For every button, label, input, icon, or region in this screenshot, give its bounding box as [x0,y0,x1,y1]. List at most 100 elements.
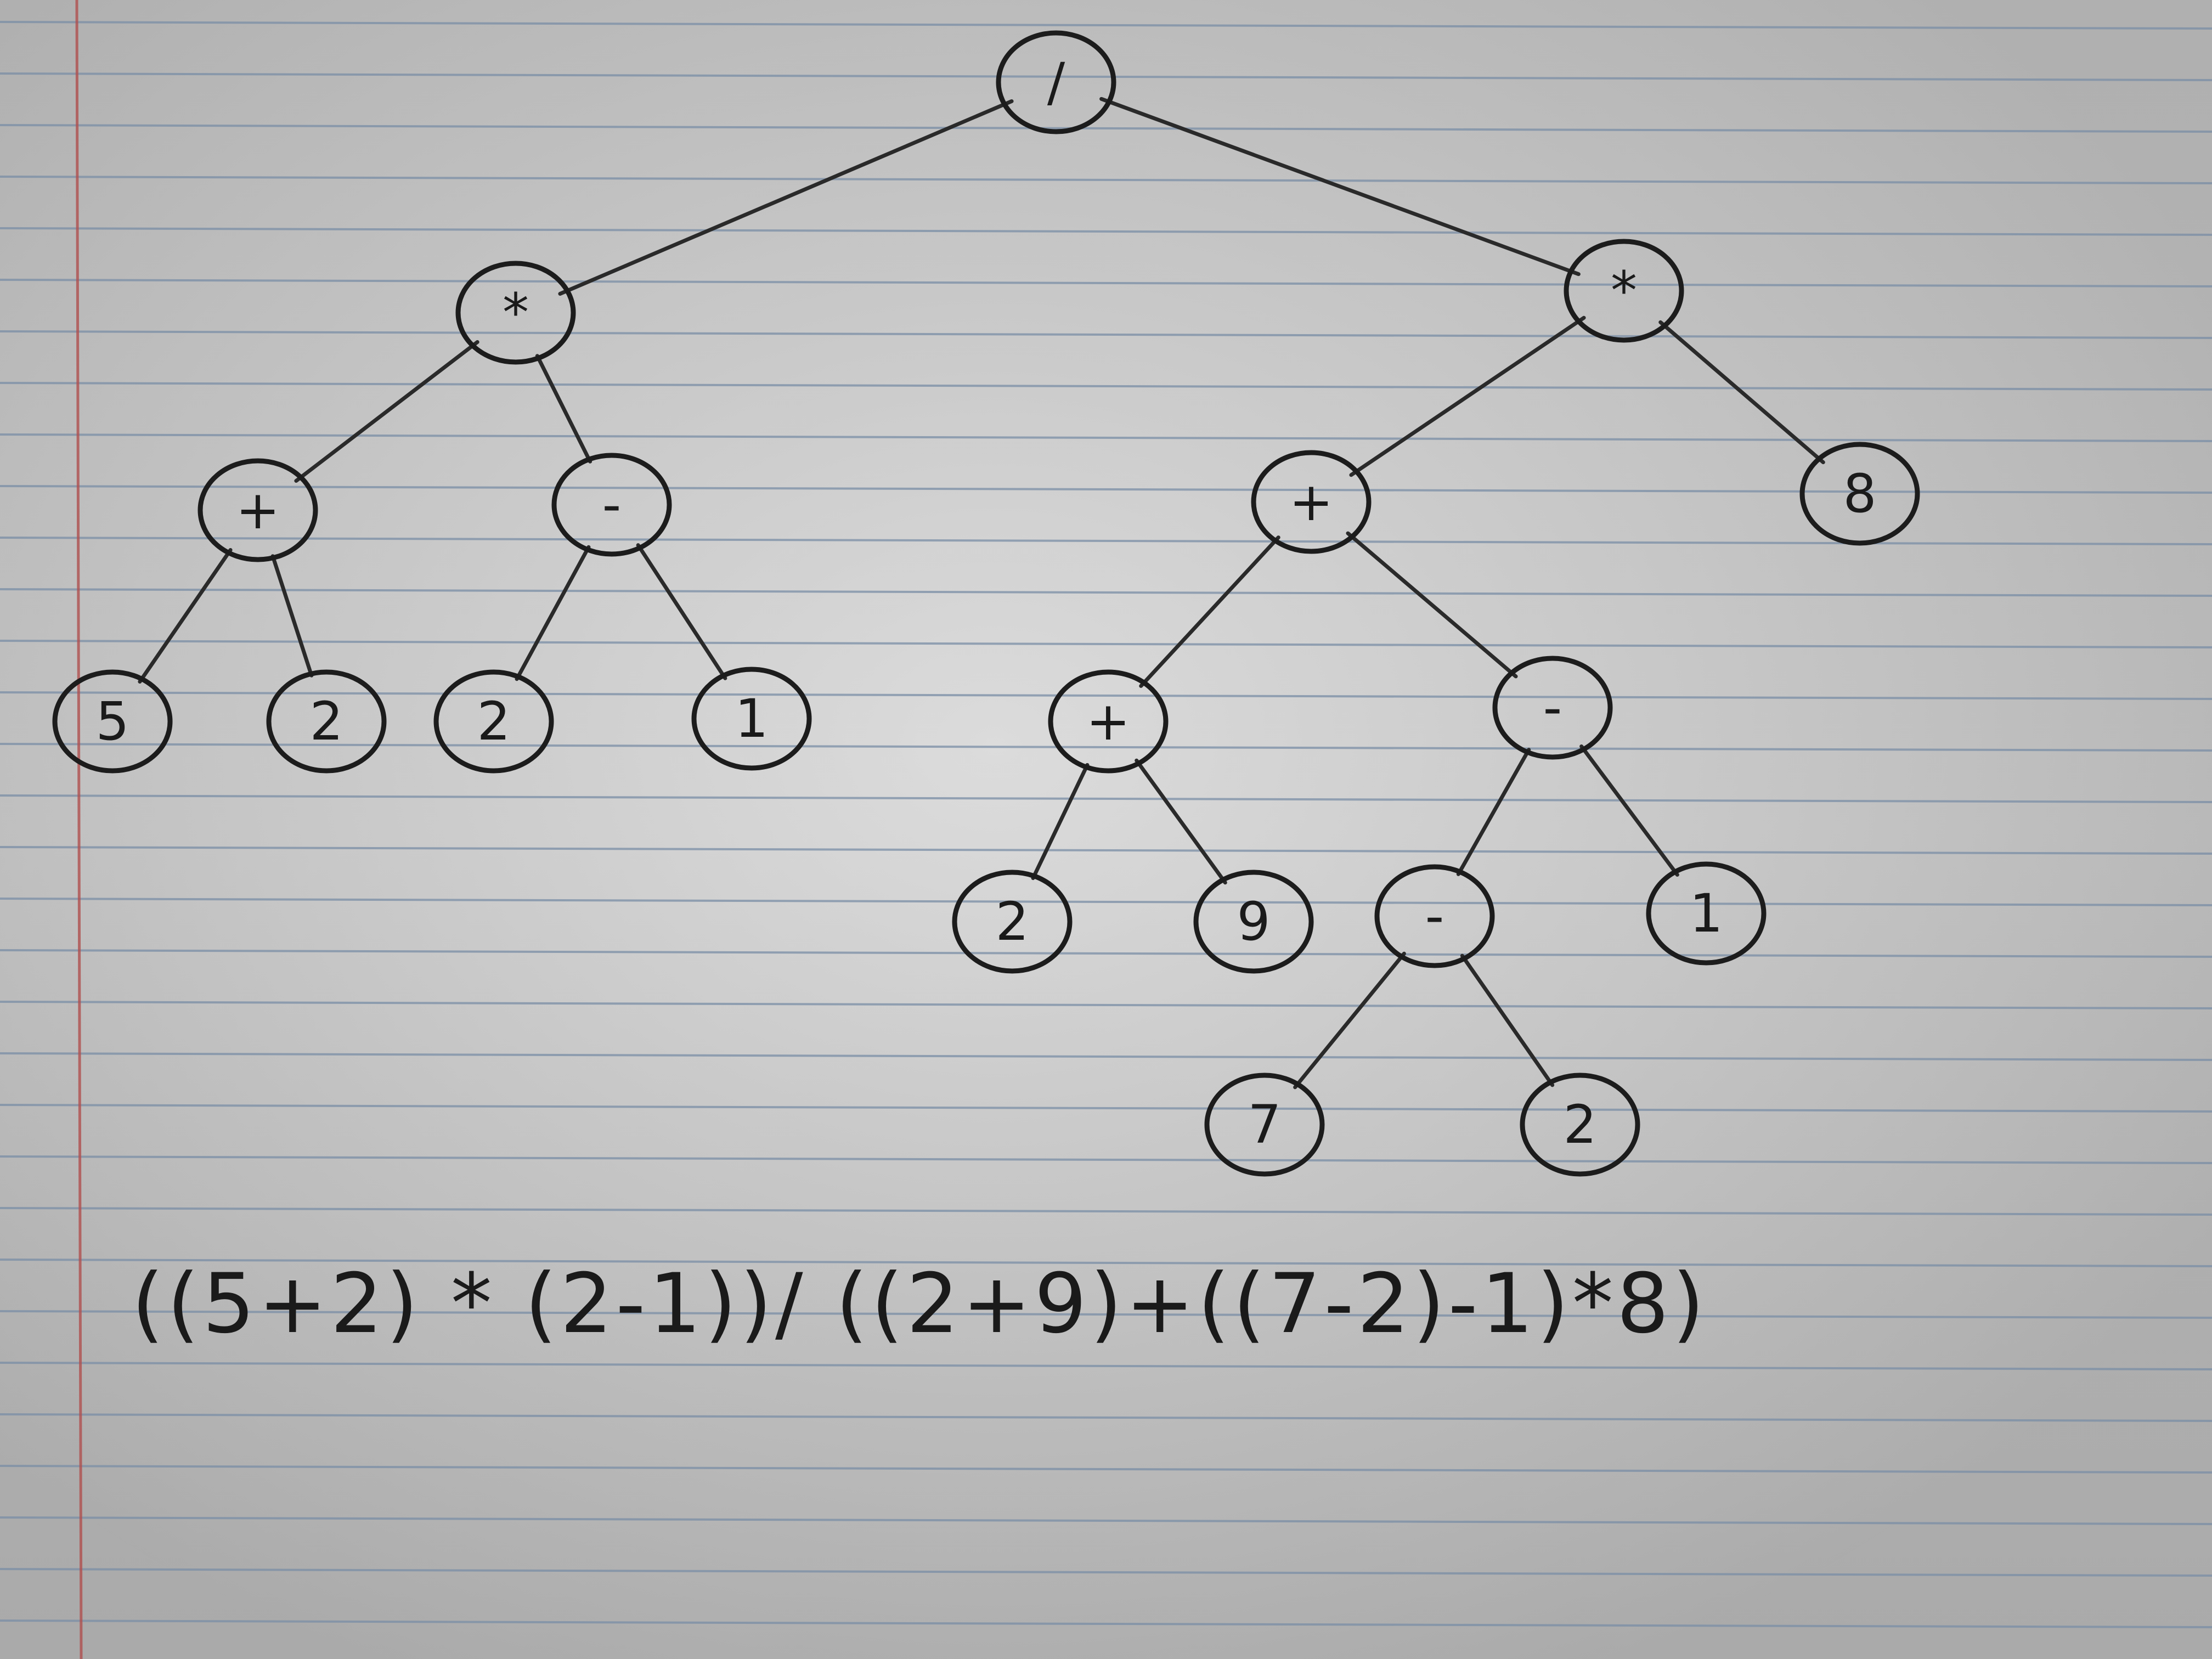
node-label: 2 [477,691,510,752]
node-label: + [1289,471,1333,533]
tree-node: 2 [266,669,387,774]
node-circle [52,669,173,774]
node-label: + [236,479,280,541]
node-circle [1204,1073,1325,1177]
node-label: * [1611,260,1637,321]
node-circle [1646,861,1767,966]
ruled-lines [0,21,2212,1628]
ruled-line [0,1259,2212,1267]
node-label: 7 [1248,1094,1281,1155]
ruled-line [0,1207,2212,1216]
tree-node: + [1251,450,1372,554]
tree-edge [1031,763,1090,881]
node-circle [433,669,554,774]
node-circle [551,453,672,557]
node-label: 9 [1237,891,1270,952]
ruled-line [0,124,2212,133]
tree-node: - [551,453,672,557]
node-label: - [1425,885,1444,947]
node-label: 2 [995,891,1029,952]
node-label: 2 [1563,1094,1596,1155]
node-label: - [602,474,622,535]
tree-edge [1349,315,1586,477]
tree-node: 5 [52,669,173,774]
ruled-line [0,794,2212,803]
node-label: 8 [1843,463,1876,524]
tree-edge [1139,535,1280,688]
ruled-line [0,1001,2212,1009]
tree-node: + [198,458,318,562]
tree-edges [138,97,1825,1090]
ruled-line [0,588,2212,597]
node-circle [1799,442,1920,546]
tree-node: 7 [1204,1073,1325,1177]
ruled-line [0,1155,2212,1164]
tree-nodes: / * +5 2 - 2 1 * + +2 9 - - 7 2 1 8 [52,30,1920,1177]
ruled-line [0,949,2212,958]
tree-node: 2 [433,669,554,774]
node-circle [1251,450,1372,554]
ruled-line [0,330,2212,339]
tree-edge [636,543,727,680]
node-circle [198,458,318,562]
ruled-line [0,743,2212,752]
tree-edge [1456,748,1531,876]
tree-edge [138,548,233,684]
ruled-line [0,1104,2212,1113]
tree-edge [1293,951,1406,1090]
ruled-line [0,898,2212,906]
ruled-line [0,227,2212,236]
tree-node: / [996,30,1116,134]
node-label: + [1086,691,1130,752]
node-circle [996,30,1116,134]
node-circle [1374,864,1495,968]
tree-node: 2 [952,870,1073,974]
node-circle [952,870,1073,974]
tree-edge [270,554,314,678]
tree-node: * [455,261,576,365]
tree-edge [515,545,591,681]
ruled-line [0,21,2212,30]
tree-node: - [1492,656,1613,760]
node-label: / [1047,52,1065,113]
tree-edge [294,340,479,483]
infix-expression: ((5+2) * (2-1))/ ((2+9)+((7-2)-1)*8) [132,1256,1708,1352]
tree-edge [1579,744,1679,877]
tree-node: - [1374,864,1495,968]
tree-node: 1 [691,667,812,771]
node-circle [1564,239,1684,343]
tree-edge [1460,953,1555,1087]
tree-node: 2 [1520,1073,1640,1177]
node-circle [691,667,812,771]
node-label: 5 [95,691,129,752]
ruled-line [0,72,2212,81]
node-label: 1 [1689,883,1723,944]
margin-line [75,0,83,1659]
tree-edge [1135,758,1227,885]
tree-node: 1 [1646,861,1767,966]
tree-edge [558,99,1014,296]
ruled-line [0,1568,2212,1577]
ruled-line [0,279,2212,287]
tree-edge [535,354,592,464]
node-circle [1048,669,1169,774]
tree-node: 8 [1799,442,1920,546]
node-circle [1520,1073,1640,1177]
node-circle [455,261,576,365]
tree-node: + [1048,669,1169,774]
node-circle [266,669,387,774]
node-label: 1 [735,688,768,749]
ruled-line [0,1620,2212,1628]
ruled-line [0,176,2212,184]
node-label: - [1543,677,1562,738]
ruled-line [0,1362,2212,1370]
tree-edge [1346,531,1518,679]
tree-edge [1099,97,1581,276]
ruled-line [0,1516,2212,1525]
ruled-line [0,382,2212,391]
node-circle [1193,870,1314,974]
node-label: * [503,282,529,343]
node-circle [1492,656,1613,760]
